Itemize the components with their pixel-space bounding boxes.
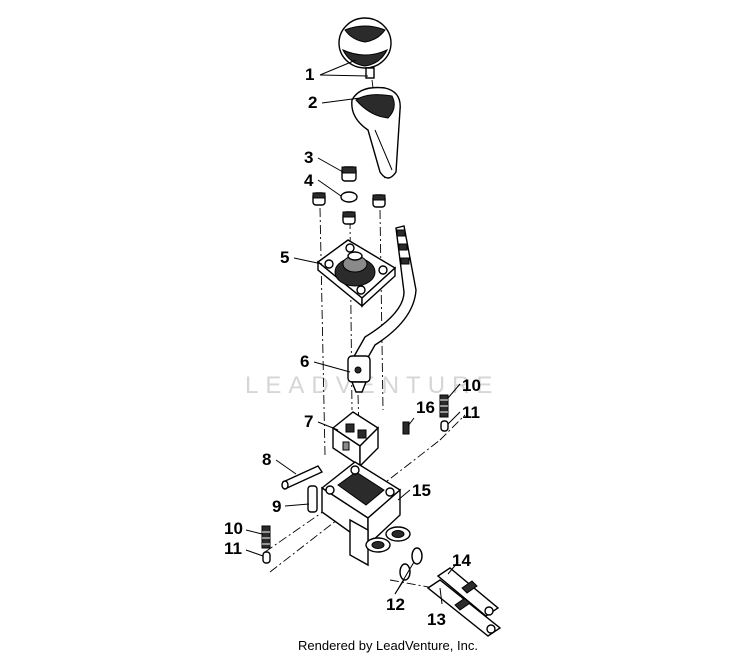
callout-10-left: 10: [224, 519, 243, 538]
callout-7: 7: [304, 412, 313, 431]
callout-6: 6: [300, 352, 309, 371]
nut-right: [372, 194, 386, 208]
shift-boot: [351, 86, 401, 179]
detent-spring-left: [261, 525, 271, 564]
o-rings: [399, 547, 423, 581]
callout-16: 16: [416, 398, 435, 417]
callout-11-left: 11: [224, 539, 242, 558]
washer: [340, 191, 358, 203]
callout-13: 13: [427, 610, 446, 629]
shift-block: [331, 411, 380, 468]
callout-11-right: 11: [462, 403, 480, 422]
callout-8: 8: [262, 450, 271, 469]
render-credit: Rendered by LeadVenture, Inc.: [298, 638, 478, 653]
callout-10-right: 10: [462, 376, 481, 395]
callout-1: 1: [305, 65, 314, 84]
callout-9: 9: [272, 497, 281, 516]
gaiter-plate: [316, 239, 397, 308]
callout-15: 15: [412, 481, 431, 500]
callout-3: 3: [304, 148, 313, 167]
callout-5: 5: [280, 248, 289, 267]
nut-top: [341, 166, 357, 182]
callout-12: 12: [386, 595, 405, 614]
nut-center: [342, 211, 356, 225]
callout-labels: 1 2 3 4 5 6 7 8 9 10 11 16 10 11 15 12 1…: [224, 65, 481, 629]
pin-long: [281, 465, 324, 490]
callout-4: 4: [304, 171, 314, 190]
callout-14: 14: [452, 551, 471, 570]
shift-knob: [338, 17, 392, 69]
shift-housing: [320, 461, 411, 567]
pin-short: [307, 485, 318, 513]
leader-lines: [245, 59, 461, 605]
knob-screw: [365, 67, 375, 79]
shift-lever: [347, 225, 417, 393]
detent-spring-right: [402, 394, 449, 435]
callout-2: 2: [308, 93, 317, 112]
shift-rail-upper: [436, 567, 500, 617]
nut-left: [312, 192, 326, 206]
